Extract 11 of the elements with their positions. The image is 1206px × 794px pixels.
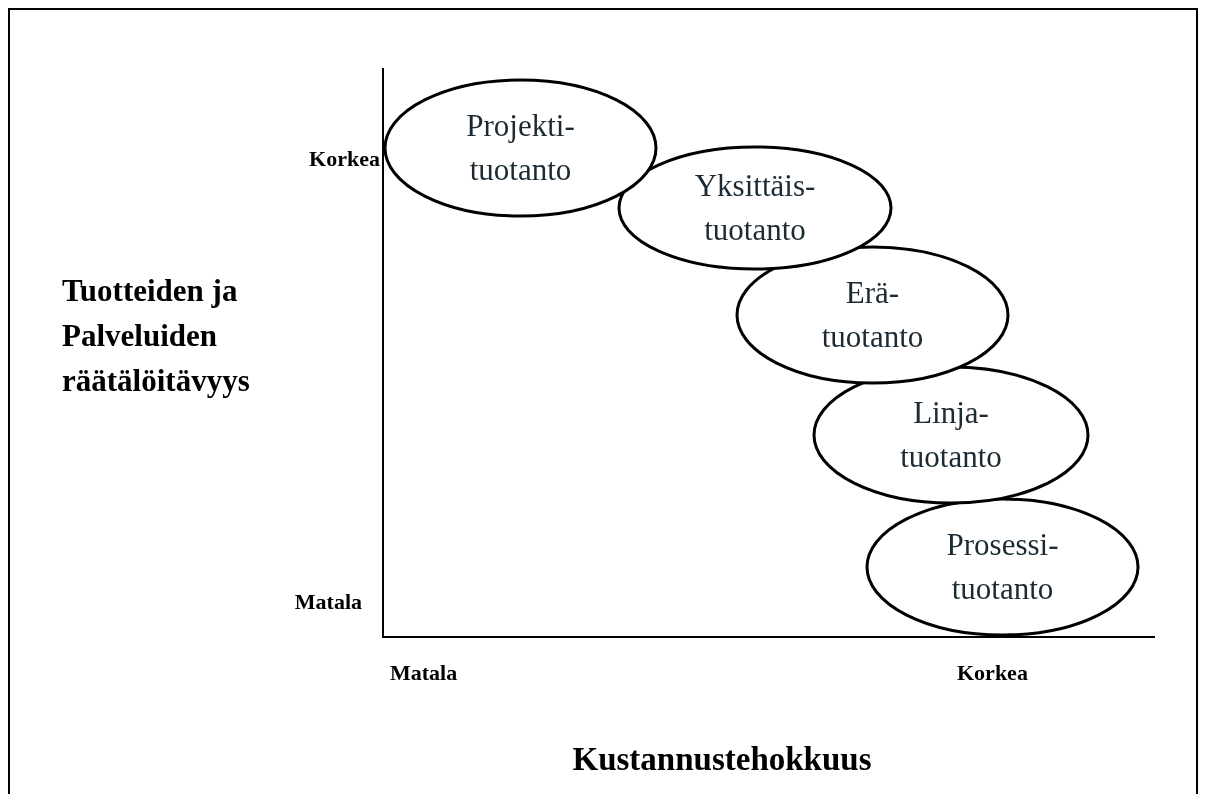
axis-tick-label: Matala [293,588,362,616]
node-label: Projekti- tuotanto [465,107,576,189]
axis-tick-label: Korkea [308,145,380,173]
node-label: Linja- tuotanto [899,394,1003,476]
axis-title: Kustannustehokkuus [571,740,873,779]
node-label: Prosessi- tuotanto [945,526,1060,608]
node-label: Erä- tuotanto [820,274,925,356]
axis-tick-label: Korkea [957,659,1028,687]
node-label: Yksittäis- tuotanto [693,167,817,249]
axis-title: Tuotteiden ja Palveluiden räätälöitävyys [62,272,251,400]
axis-tick-label: Matala [390,659,458,687]
